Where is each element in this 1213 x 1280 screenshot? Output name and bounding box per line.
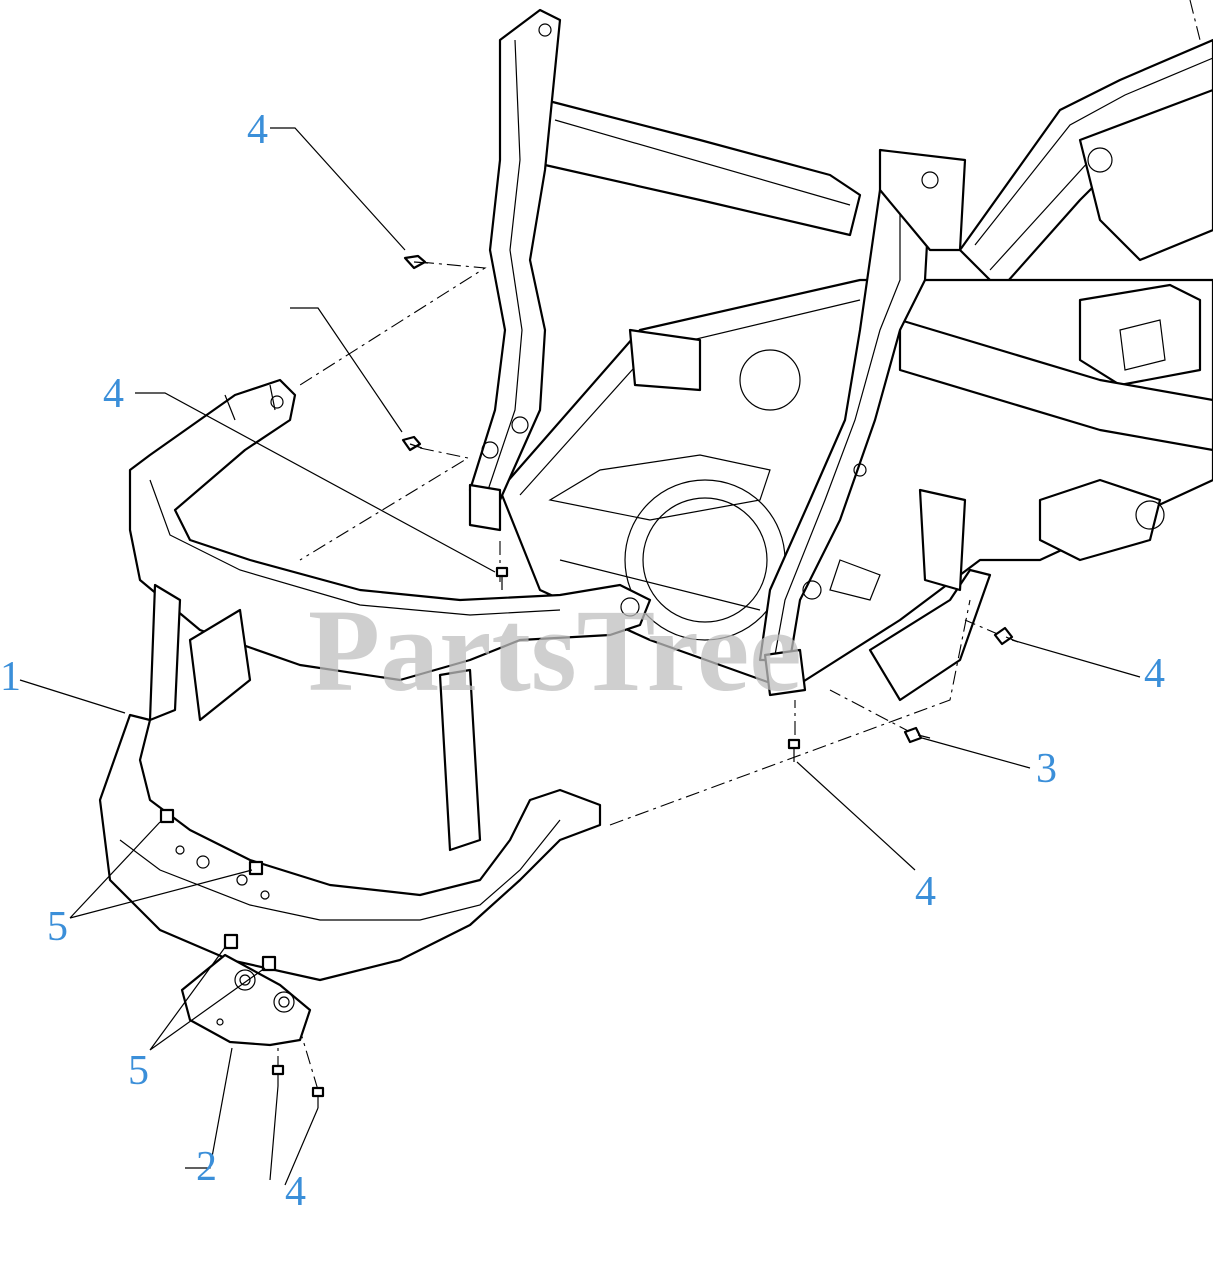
bolt-icon [787,738,801,762]
callout-5-plate: 5 [128,1048,149,1094]
callout-4-bottom: 4 [285,1169,306,1215]
callout-4-top: 4 [247,107,268,153]
callout-2: 2 [196,1144,217,1190]
bolt-icon [403,254,429,270]
callout-5-bumper: 5 [47,904,68,950]
callout-labels: 4 4 1 4 3 4 5 5 2 4 [0,107,1165,1215]
callout-1: 1 [0,654,21,700]
foot-plate-part [180,953,312,1047]
callout-4-center: 4 [915,869,936,915]
leader-lines [19,127,1141,1186]
callout-3: 3 [1036,746,1057,792]
watermark-text: PartsTree [308,585,802,716]
fasteners [159,254,1019,1108]
bumper-part [98,378,652,982]
bolt-icon [401,435,423,452]
nut-icon [248,860,264,876]
bolt-icon [271,1064,285,1086]
assembly-lines [277,261,1001,1091]
nut-icon [261,955,277,972]
bolt-icon [495,566,509,590]
rops-upright-left [468,8,562,532]
nut-icon [223,933,239,950]
bolt-icon [903,726,931,744]
nut-icon [159,808,175,824]
rops-upright-right [628,148,967,697]
bolt-icon [993,626,1019,646]
callout-4-right: 4 [1144,651,1165,697]
callout-4-left: 4 [103,371,124,417]
bolt-icon [311,1086,325,1108]
